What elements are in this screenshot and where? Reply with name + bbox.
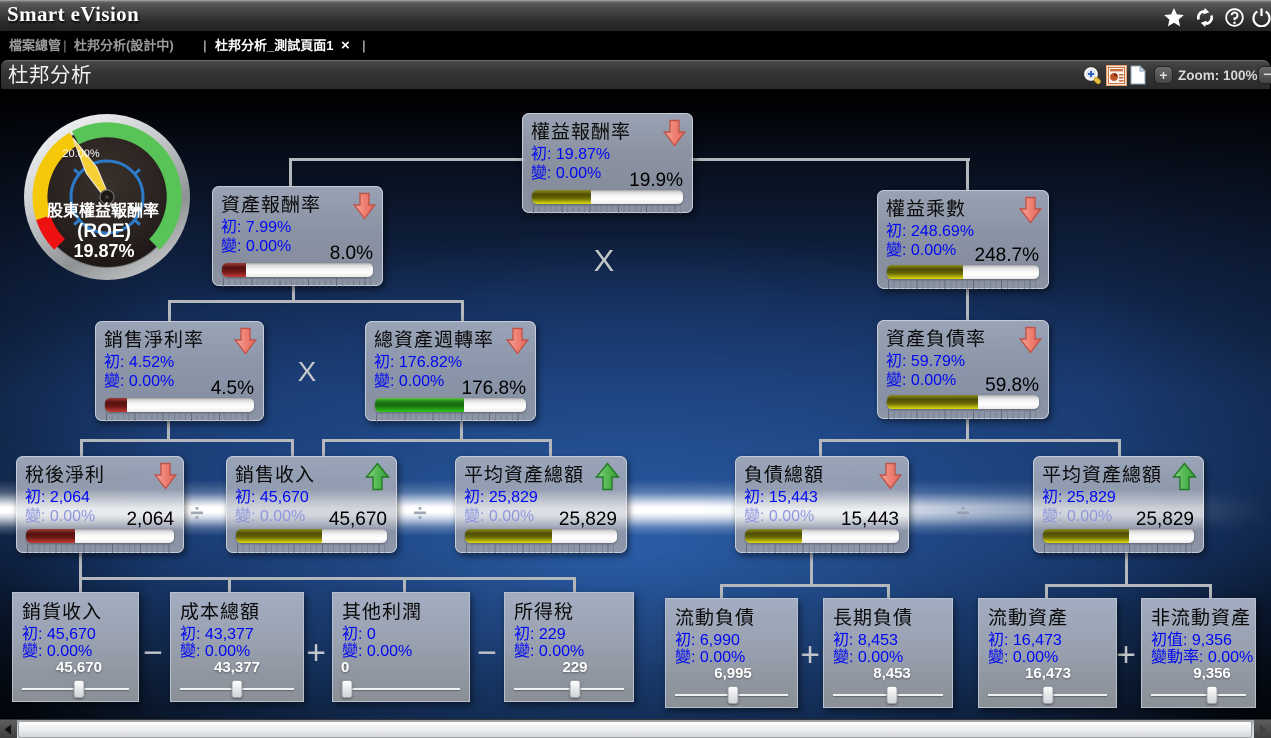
svg-text:19.87%: 19.87%: [73, 241, 134, 261]
svg-text:20.00%: 20.00%: [62, 148, 100, 160]
svg-text:(ROE): (ROE): [77, 221, 131, 242]
svg-text:股東權益報酬率: 股東權益報酬率: [47, 201, 159, 220]
